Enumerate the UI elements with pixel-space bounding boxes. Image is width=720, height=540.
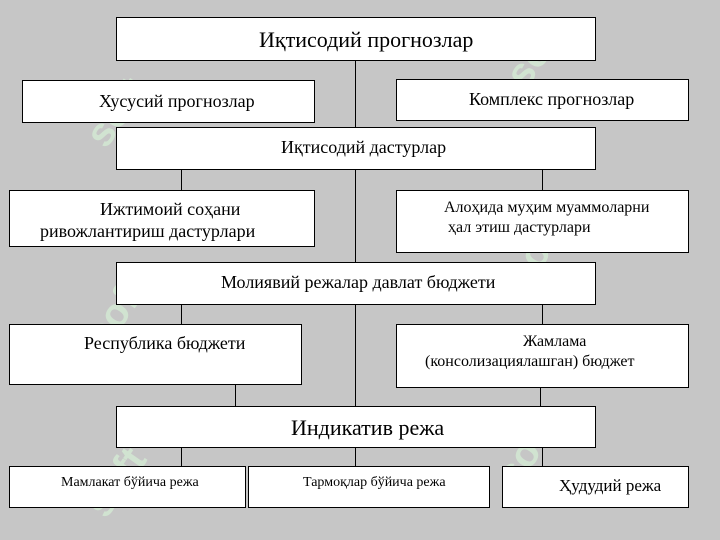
node-label: Республика бюджети	[84, 333, 246, 353]
node-label: Тармоқлар бўйича режа	[303, 475, 446, 490]
node-label: Комплекс прогнозлар	[469, 89, 635, 109]
node-sector-plan: Тармоқлар бўйича режа	[248, 466, 490, 508]
connector-line	[181, 448, 182, 466]
connector-line	[542, 305, 543, 324]
node-republic-budget: Республика бюджети	[9, 324, 302, 385]
node-state-plan: Мамлакат бўйича режа	[9, 466, 246, 508]
node-label: Иқтисодий дастурлар	[281, 137, 447, 157]
node-label: Мамлакат бўйича режа	[61, 475, 199, 490]
node-economic-forecasts: Иқтисодий прогнозлар	[116, 17, 596, 61]
connector-line	[542, 170, 543, 190]
node-label-line2: ҳал этиш дастурлари	[448, 219, 591, 236]
connector-line	[355, 60, 356, 406]
node-financial-regimes: Молиявий режалар давлат бюджети	[116, 262, 596, 305]
connector-line	[355, 448, 356, 466]
node-special-problems: Алоҳида муҳим муаммоларни ҳал этиш дасту…	[396, 190, 689, 253]
node-label: Ҳудудий режа	[559, 476, 662, 495]
connector-line	[542, 448, 543, 466]
node-indicative-plan: Индикатив режа	[116, 406, 596, 448]
connector-line	[235, 385, 236, 406]
node-complex-forecasts: Комплекс прогнозлар	[396, 79, 689, 121]
node-label-line2: (консолизациялашган) бюджет	[425, 353, 635, 370]
node-label: Молиявий режалар давлат бюджети	[221, 272, 496, 292]
connector-line	[181, 170, 182, 190]
node-private-forecasts: Хусусий прогнозлар	[22, 80, 315, 123]
connector-line	[181, 305, 182, 324]
node-label-line2: ривожлантириш дастурлари	[40, 221, 256, 241]
node-label: Хусусий прогнозлар	[99, 91, 255, 111]
connector-line	[540, 388, 541, 406]
node-consolidated-budget: Жамлама (консолизациялашган) бюджет	[396, 324, 689, 388]
node-label: Иқтисодий прогнозлар	[259, 27, 474, 52]
node-label: Индикатив режа	[291, 415, 445, 440]
node-economic-programs: Иқтисодий дастурлар	[116, 127, 596, 170]
node-label-line1: Жамлама	[523, 333, 587, 350]
node-regional-plan: Ҳудудий режа	[502, 466, 689, 508]
node-label-line1: Ижтимоий соҳани	[100, 199, 241, 219]
node-label-line1: Алоҳида муҳим муаммоларни	[444, 199, 650, 216]
node-social-programs: Ижтимоий соҳани ривожлантириш дастурлари	[9, 190, 315, 247]
